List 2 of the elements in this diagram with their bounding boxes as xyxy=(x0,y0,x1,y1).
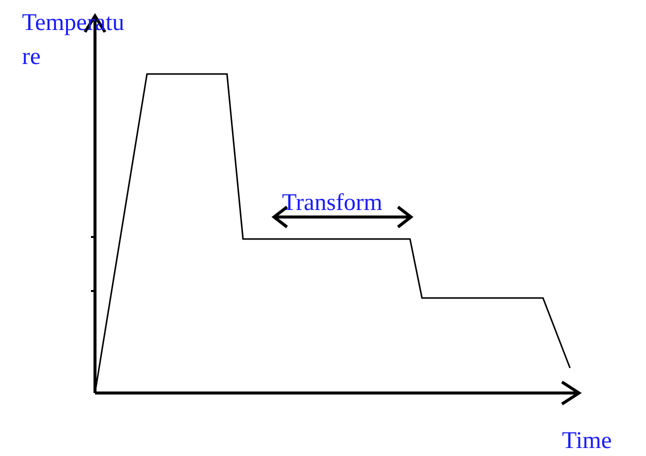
axis-label: Transform xyxy=(282,189,382,218)
axis-label: Time xyxy=(562,427,612,456)
